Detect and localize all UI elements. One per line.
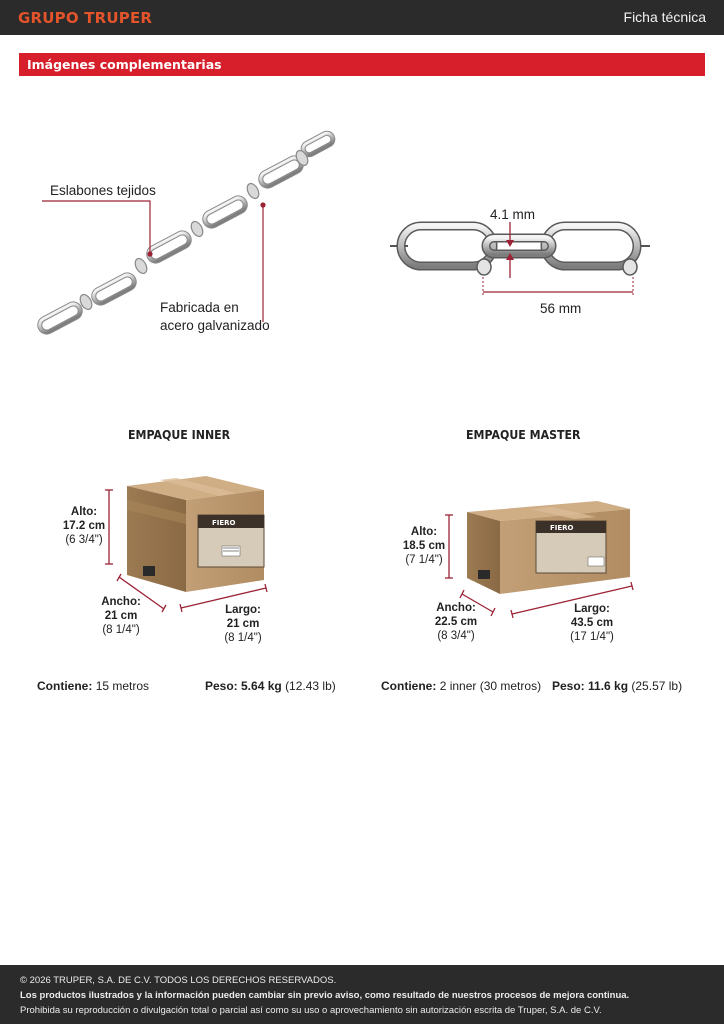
master-height-name: Alto: bbox=[410, 526, 438, 538]
master-contents: Contiene: 2 inner (30 metros) bbox=[381, 679, 541, 693]
inner-width-name: Ancho: bbox=[101, 596, 141, 608]
chain-photo bbox=[37, 130, 336, 335]
document-type: Ficha técnica bbox=[623, 9, 706, 25]
master-contents-value: 2 inner (30 metros) bbox=[439, 679, 542, 693]
top-bar: GRUPO TRUPER Ficha técnica bbox=[0, 0, 724, 35]
inner-height-name: Alto: bbox=[70, 506, 98, 518]
callout-dot-material bbox=[260, 202, 266, 208]
inner-box-illustration bbox=[127, 476, 265, 592]
master-length-name: Largo: bbox=[574, 603, 610, 615]
callout-material: Fabricada en acero galvanizado bbox=[160, 299, 270, 335]
inner-weight-label: Peso: 5.64 kg bbox=[205, 679, 282, 693]
chain-dimension-diagram bbox=[390, 221, 650, 296]
master-length-metric: 43.5 cm bbox=[570, 617, 614, 629]
inner-contents-value: 15 metros bbox=[95, 679, 150, 693]
inner-height-imperial: (6 3/4") bbox=[65, 534, 103, 546]
master-box-brand: FIERO bbox=[550, 524, 574, 532]
callout-material-line1: Fabricada en bbox=[160, 300, 239, 315]
master-height-imperial: (7 1/4") bbox=[405, 554, 443, 566]
wire-diameter-label: 4.1 mm bbox=[490, 207, 536, 222]
footer-copyright: © 2026 TRUPER, S.A. DE C.V. TODOS LOS DE… bbox=[20, 975, 337, 986]
brand-logo: GRUPO TRUPER bbox=[18, 9, 153, 27]
master-box-illustration bbox=[467, 501, 630, 594]
inner-dimension-lines bbox=[105, 489, 268, 613]
master-height-dimension: Alto: 18.5 cm (7 1/4") bbox=[398, 525, 450, 567]
inner-weight-value: (12.43 lb) bbox=[285, 679, 336, 693]
inner-package-title: EMPAQUE INNER bbox=[128, 427, 231, 442]
footer: © 2026 TRUPER, S.A. DE C.V. TODOS LOS DE… bbox=[0, 965, 724, 1024]
callout-dot-links bbox=[147, 251, 153, 257]
master-length-imperial: (17 1/4") bbox=[570, 631, 614, 643]
master-weight: Peso: 11.6 kg (25.57 lb) bbox=[552, 679, 682, 693]
callout-material-line2: acero galvanizado bbox=[160, 318, 270, 333]
master-contents-label: Contiene: bbox=[381, 679, 437, 693]
inner-width-imperial: (8 1/4") bbox=[102, 624, 140, 636]
master-width-dimension: Ancho: 22.5 cm (8 3/4") bbox=[428, 601, 484, 643]
link-length-label: 56 mm bbox=[540, 301, 582, 316]
footer-notice: Los productos ilustrados y la informació… bbox=[20, 990, 630, 1001]
inner-height-dimension: Alto: 17.2 cm (6 3/4") bbox=[58, 505, 110, 547]
inner-contents-label: Contiene: bbox=[37, 679, 93, 693]
section-header: Imágenes complementarias bbox=[19, 53, 705, 76]
callout-woven-links: Eslabones tejidos bbox=[50, 183, 156, 198]
inner-height-metric: 17.2 cm bbox=[62, 520, 106, 532]
footer-prohibition: Prohibida su reproducción o divulgación … bbox=[20, 1005, 602, 1016]
inner-width-metric: 21 cm bbox=[104, 610, 138, 622]
inner-length-metric: 21 cm bbox=[226, 618, 260, 630]
inner-length-imperial: (8 1/4") bbox=[224, 632, 262, 644]
inner-length-dimension: Largo: 21 cm (8 1/4") bbox=[216, 603, 270, 645]
master-width-metric: 22.5 cm bbox=[434, 616, 478, 628]
master-length-dimension: Largo: 43.5 cm (17 1/4") bbox=[562, 602, 622, 644]
master-width-name: Ancho: bbox=[436, 602, 476, 614]
inner-contents: Contiene: 15 metros bbox=[37, 679, 149, 693]
master-weight-value: (25.57 lb) bbox=[631, 679, 683, 693]
section-title: Imágenes complementarias bbox=[27, 57, 222, 72]
inner-width-dimension: Ancho: 21 cm (8 1/4") bbox=[96, 595, 146, 637]
inner-length-name: Largo: bbox=[225, 604, 261, 616]
master-package-title: EMPAQUE MASTER bbox=[466, 427, 581, 442]
master-width-imperial: (8 3/4") bbox=[437, 630, 475, 642]
master-weight-label: Peso: 11.6 kg bbox=[552, 679, 629, 693]
inner-weight: Peso: 5.64 kg (12.43 lb) bbox=[205, 679, 336, 693]
master-dimension-lines bbox=[445, 514, 634, 619]
inner-box-brand: FIERO bbox=[212, 519, 236, 527]
master-height-metric: 18.5 cm bbox=[402, 540, 446, 552]
callout-leaders bbox=[42, 200, 264, 322]
